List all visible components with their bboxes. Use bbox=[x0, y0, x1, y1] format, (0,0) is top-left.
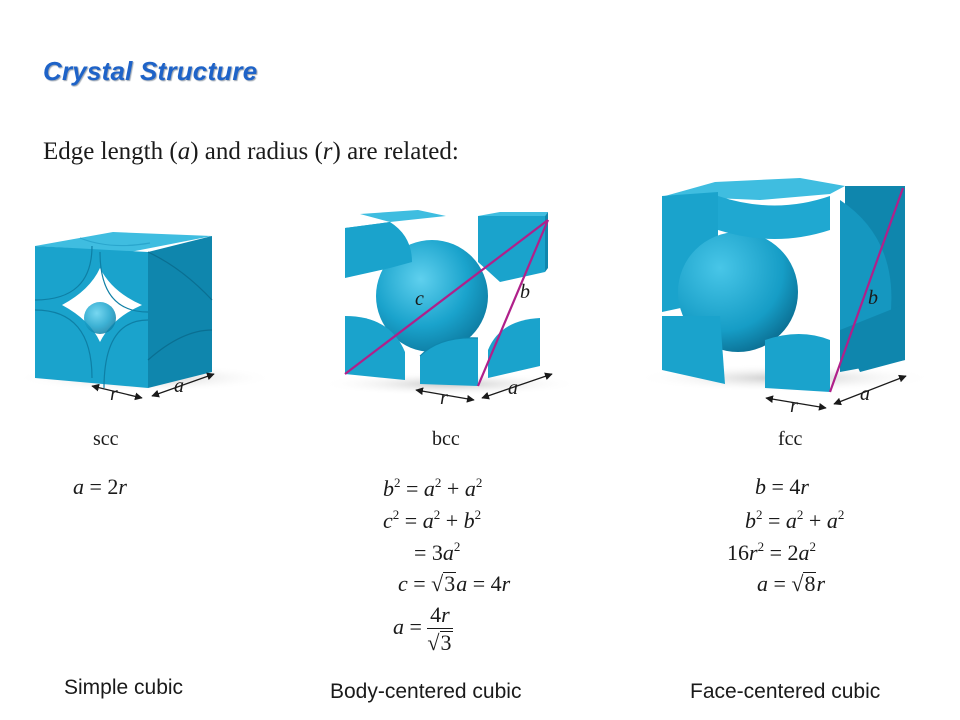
scc-r-label: r bbox=[110, 383, 118, 405]
bcc-r-label: r bbox=[440, 387, 448, 409]
bcc-equation-5: a = 4r√3 bbox=[393, 602, 453, 655]
slide-title: Crystal Structure bbox=[43, 56, 258, 86]
bcc-caption: Body-centered cubic bbox=[330, 680, 522, 703]
scc-caption: Simple cubic bbox=[64, 676, 184, 699]
scc-abbr: scc bbox=[93, 428, 119, 450]
fcc-b-label: b bbox=[868, 287, 878, 309]
subtitle: Edge length (a) and radius (r) are relat… bbox=[43, 138, 459, 165]
scc-cube bbox=[15, 232, 275, 392]
bcc-equation-3: = 3a2 bbox=[414, 539, 461, 565]
scc-a-label: a bbox=[174, 375, 184, 397]
bcc-cube: c b bbox=[320, 210, 580, 396]
bcc-a-label: a bbox=[508, 377, 518, 399]
bcc-abbr: bcc bbox=[432, 428, 460, 450]
fcc-equation-1: b = 4r bbox=[755, 474, 809, 499]
fcc-equation-4: a = √8r bbox=[757, 571, 826, 596]
bcc-dimension-arrows: r a bbox=[415, 372, 553, 409]
fcc-cube: b bbox=[635, 178, 935, 393]
bcc-equation-4: c = √3a = 4r bbox=[398, 571, 511, 596]
scc-dimension-arrows: r a bbox=[91, 372, 215, 405]
bcc-c-label: c bbox=[415, 288, 424, 310]
fcc-equation-2: b2 = a2 + a2 bbox=[745, 507, 845, 533]
bcc-equation-2: c2 = a2 + b2 bbox=[383, 507, 482, 533]
fcc-caption: Face-centered cubic bbox=[690, 680, 881, 703]
bcc-equation-1: b2 = a2 + a2 bbox=[383, 475, 483, 501]
scc-equation: a = 2r bbox=[73, 474, 127, 499]
fcc-abbr: fcc bbox=[778, 428, 803, 450]
bcc-b-label: b bbox=[520, 281, 530, 303]
fcc-a-label: a bbox=[860, 383, 870, 405]
fcc-dimension-arrows: r a bbox=[765, 374, 907, 417]
fcc-r-label: r bbox=[790, 395, 798, 417]
fcc-equation-3: 16r2 = 2a2 bbox=[727, 539, 816, 565]
